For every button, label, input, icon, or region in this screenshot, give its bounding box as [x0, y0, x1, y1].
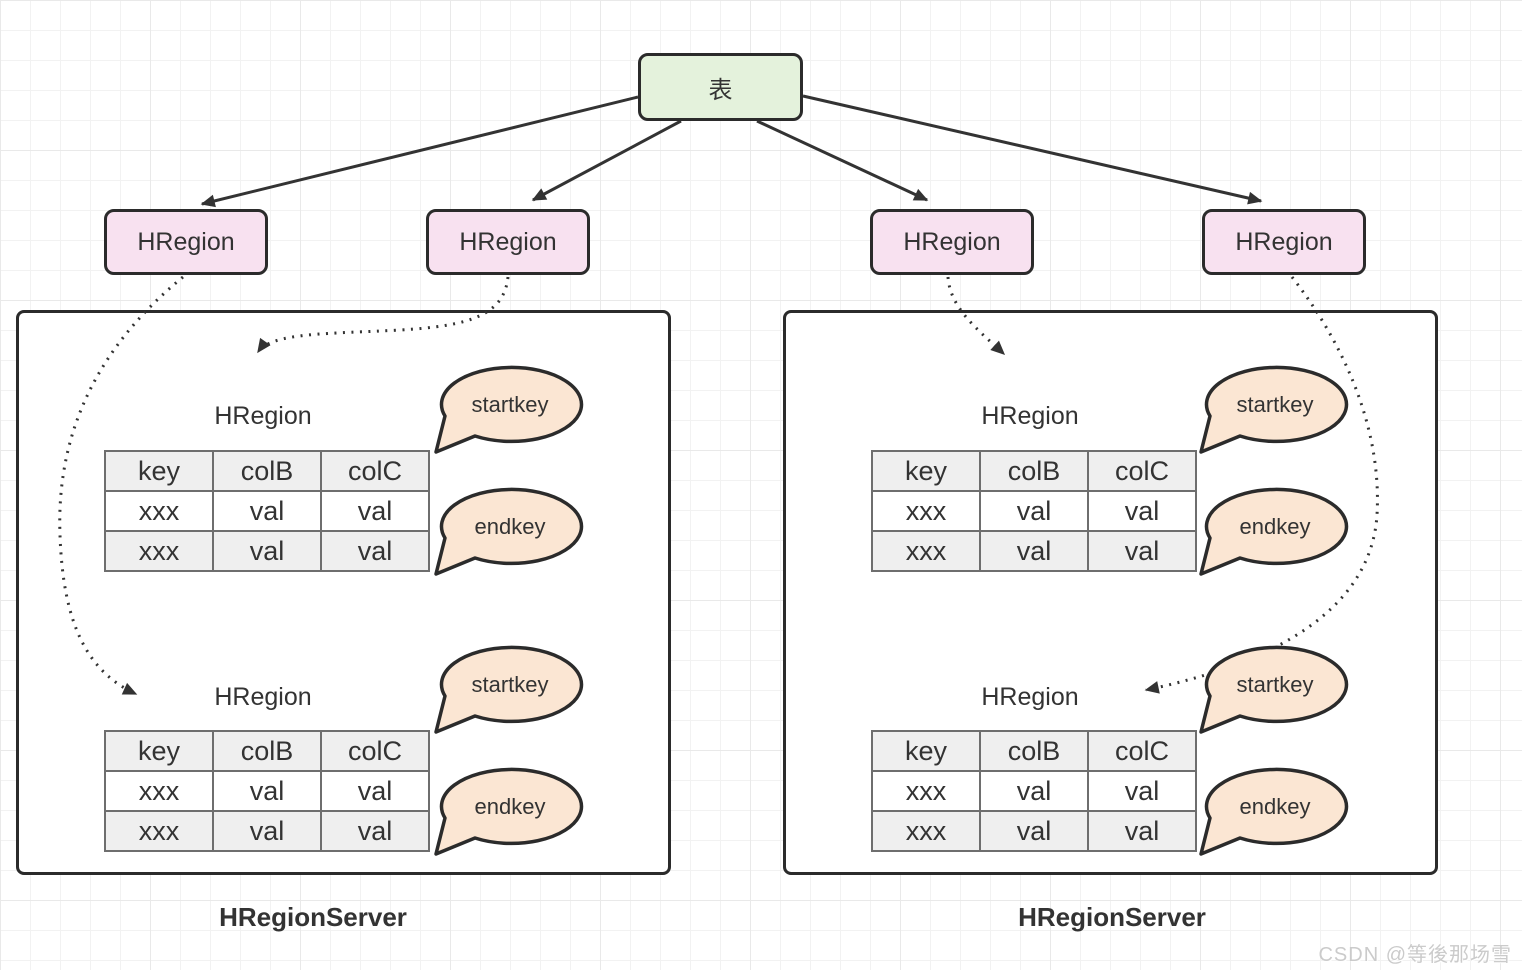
table-cell: val — [320, 530, 430, 572]
bubble-label: endkey — [475, 794, 546, 819]
table-cell: val — [212, 530, 322, 572]
table-cell: val — [212, 810, 322, 852]
hregion-node-label: HRegion — [903, 227, 1001, 256]
table-cell: val — [1087, 490, 1197, 532]
bubble-label: startkey — [471, 392, 548, 417]
table-header-cell: colC — [1087, 730, 1197, 772]
table-cell: val — [979, 770, 1089, 812]
table-cell: val — [979, 530, 1089, 572]
bubble-label: startkey — [471, 672, 548, 697]
hregion-node-4: HRegion — [1202, 209, 1366, 275]
table-header-cell: key — [104, 730, 214, 772]
bubble-label: endkey — [1240, 794, 1311, 819]
region-table: key colB colC xxx val val xxx val val — [104, 450, 430, 572]
arrow-table-to-hregion-4 — [802, 94, 1263, 205]
table-cell: xxx — [104, 770, 214, 812]
table-header-cell: key — [871, 730, 981, 772]
region-title: HRegion — [981, 402, 1079, 430]
table-cell: val — [320, 490, 430, 532]
hregion-node-3: HRegion — [870, 209, 1034, 275]
table-cell: val — [320, 770, 430, 812]
table-cell: val — [979, 490, 1089, 532]
table-cell: xxx — [871, 810, 981, 852]
endkey-bubble: endkey — [1199, 487, 1349, 576]
table-cell: xxx — [104, 810, 214, 852]
watermark: CSDN @等後那场雪 — [1318, 944, 1512, 966]
server-label: HRegionServer — [1018, 902, 1206, 932]
hregion-node-label: HRegion — [459, 227, 557, 256]
table-cell: val — [979, 810, 1089, 852]
table-header-cell: key — [871, 450, 981, 492]
table-cell: val — [1087, 770, 1197, 812]
server-label: HRegionServer — [219, 902, 407, 932]
region-table: key colB colC xxx val val xxx val val — [871, 450, 1197, 572]
table-node-label: 表 — [708, 76, 733, 104]
region-title: HRegion — [214, 683, 312, 711]
bubble-label: endkey — [475, 514, 546, 539]
table-header-cell: colC — [1087, 450, 1197, 492]
table-cell: val — [320, 810, 430, 852]
table-header-cell: colC — [320, 450, 430, 492]
bubble-label: startkey — [1236, 672, 1313, 697]
bubble-label: endkey — [1240, 514, 1311, 539]
hregion-node-1: HRegion — [104, 209, 268, 275]
table-cell: xxx — [104, 530, 214, 572]
table-header-cell: colB — [212, 450, 322, 492]
table-cell: xxx — [871, 770, 981, 812]
table-header-cell: key — [104, 450, 214, 492]
table-cell: val — [212, 490, 322, 532]
table-cell: xxx — [104, 490, 214, 532]
arrow-table-to-hregion-2 — [531, 119, 682, 202]
region-title: HRegion — [981, 683, 1079, 711]
table-header-cell: colC — [320, 730, 430, 772]
bubble-label: startkey — [1236, 392, 1313, 417]
table-header-cell: colB — [212, 730, 322, 772]
hregion-node-label: HRegion — [1235, 227, 1333, 256]
arrow-table-to-hregion-3 — [756, 119, 929, 202]
table-cell: val — [1087, 530, 1197, 572]
table-cell: val — [1087, 810, 1197, 852]
endkey-bubble: endkey — [434, 767, 584, 856]
region-table: key colB colC xxx val val xxx val val — [871, 730, 1197, 852]
arrow-table-to-hregion-1 — [200, 95, 639, 208]
startkey-bubble: startkey — [1199, 365, 1349, 454]
endkey-bubble: endkey — [1199, 767, 1349, 856]
region-title: HRegion — [214, 402, 312, 430]
hregion-node-label: HRegion — [137, 227, 235, 256]
startkey-bubble: startkey — [434, 365, 584, 454]
endkey-bubble: endkey — [434, 487, 584, 576]
table-node: 表 — [638, 53, 803, 121]
table-cell: val — [212, 770, 322, 812]
table-header-cell: colB — [979, 730, 1089, 772]
startkey-bubble: startkey — [1199, 645, 1349, 734]
table-cell: xxx — [871, 530, 981, 572]
hregion-node-2: HRegion — [426, 209, 590, 275]
table-header-cell: colB — [979, 450, 1089, 492]
startkey-bubble: startkey — [434, 645, 584, 734]
region-table: key colB colC xxx val val xxx val val — [104, 730, 430, 852]
table-cell: xxx — [871, 490, 981, 532]
